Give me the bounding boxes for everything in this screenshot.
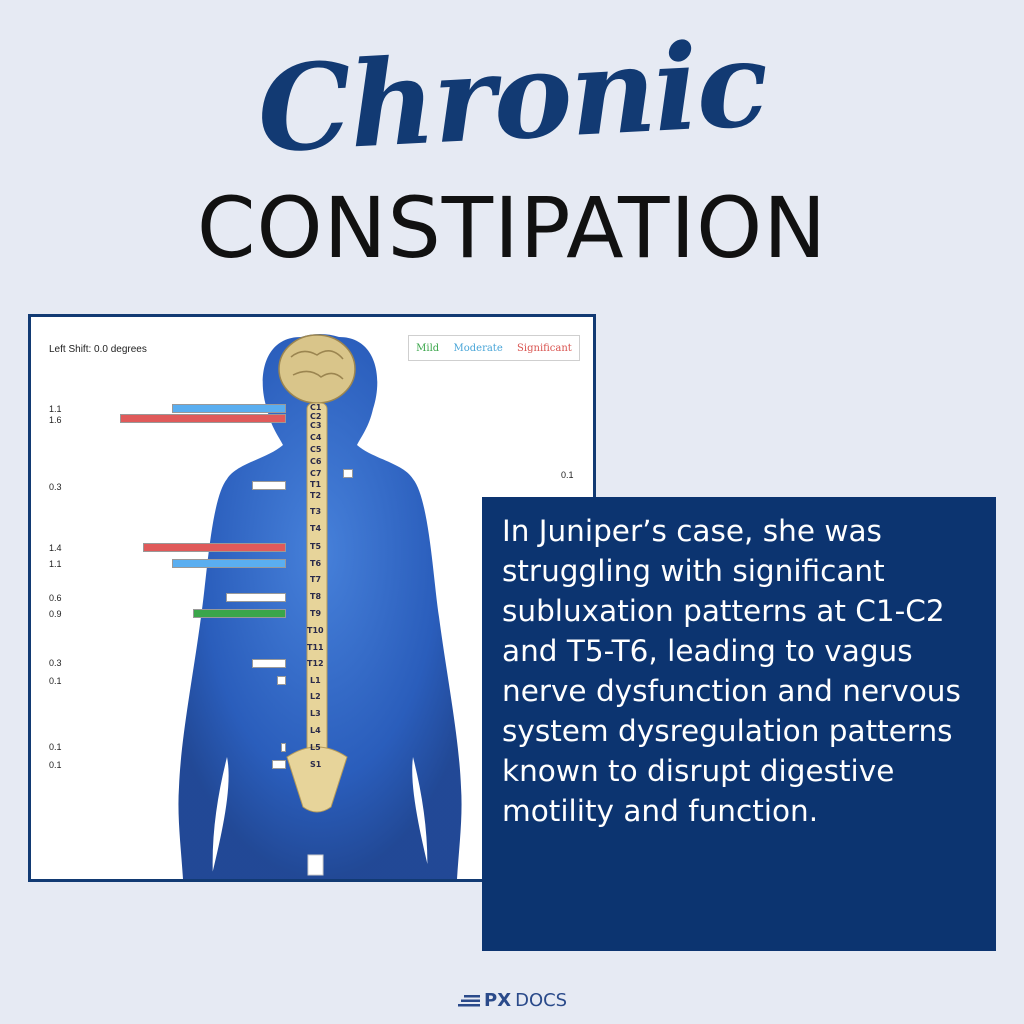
- vertebra-label: T3: [310, 507, 322, 516]
- value-c1: 1.1: [49, 404, 62, 414]
- value-t5: 1.4: [49, 543, 62, 553]
- value-t1: 0.3: [49, 482, 62, 492]
- value-right-c7: 0.1: [561, 470, 574, 480]
- vertebra-label: T6: [310, 559, 322, 568]
- vertebra-label: C3: [310, 421, 322, 430]
- page-title: CONSTIPATION: [196, 179, 828, 277]
- vertebra-label: T10: [307, 626, 324, 635]
- vertebra-label: C4: [310, 433, 322, 442]
- brand-px: PX: [484, 990, 512, 1011]
- vertebra-label: T11: [307, 643, 324, 652]
- vertebra-label: L5: [310, 743, 321, 752]
- vertebra-label: L1: [310, 676, 321, 685]
- vertebra-label: L2: [310, 692, 321, 701]
- title-script: Chronic: [254, 13, 770, 180]
- vertebra-label: T2: [310, 491, 322, 500]
- vertebra-label: T1: [310, 480, 322, 489]
- shift-label: Left Shift: 0.0 degrees: [49, 344, 147, 355]
- vertebra-label: L3: [310, 709, 321, 718]
- bar-c1-moderate: [172, 404, 286, 413]
- bar-t8: [226, 593, 286, 602]
- bar-t1: [252, 481, 286, 490]
- case-text: In Juniper’s case, she was struggling wi…: [502, 514, 961, 828]
- bar-c2-significant: [120, 414, 286, 423]
- vertebra-label: C7: [310, 469, 322, 478]
- value-c2: 1.6: [49, 415, 62, 425]
- vertebra-label: T4: [310, 524, 322, 533]
- bar-l5: [281, 743, 286, 752]
- sacrum-shape: [286, 746, 348, 813]
- lines-icon: [458, 994, 480, 1006]
- value-t8: 0.6: [49, 593, 62, 603]
- vertebra-label: T9: [310, 609, 322, 618]
- legend: Mild Moderate Significant: [408, 335, 580, 361]
- vertebra-label: T12: [307, 659, 324, 668]
- vertebra-label: C5: [310, 445, 322, 454]
- legend-mild: Mild: [416, 342, 440, 354]
- vertebra-label: L4: [310, 726, 321, 735]
- bar-t5-significant: [143, 543, 286, 552]
- vertebra-label: C2: [310, 412, 322, 421]
- legend-moderate: Moderate: [453, 342, 503, 354]
- legend-significant: Significant: [517, 342, 572, 354]
- body-illustration: [178, 334, 462, 879]
- bar-l1: [277, 676, 286, 685]
- vertebra-label: T7: [310, 575, 322, 584]
- brain-shape: [278, 334, 356, 404]
- value-l1: 0.1: [49, 676, 62, 686]
- value-t6: 1.1: [49, 559, 62, 569]
- bar-c7-right: [343, 469, 353, 478]
- bar-t9-mild: [193, 609, 286, 618]
- bar-t12: [252, 659, 286, 668]
- case-text-box: In Juniper’s case, she was struggling wi…: [482, 497, 996, 951]
- value-t12: 0.3: [49, 658, 62, 668]
- bar-t6-moderate: [172, 559, 286, 568]
- brand-docs: DOCS: [515, 990, 568, 1011]
- vertebra-label: T5: [310, 542, 322, 551]
- value-t9: 0.9: [49, 609, 62, 619]
- bar-s1: [272, 760, 286, 769]
- value-s1: 0.1: [49, 760, 62, 770]
- vertebra-label: C1: [310, 403, 322, 412]
- vertebra-label: S1: [310, 760, 322, 769]
- vertebra-label: T8: [310, 592, 322, 601]
- value-l5: 0.1: [49, 742, 62, 752]
- vertebra-label: C6: [310, 457, 322, 466]
